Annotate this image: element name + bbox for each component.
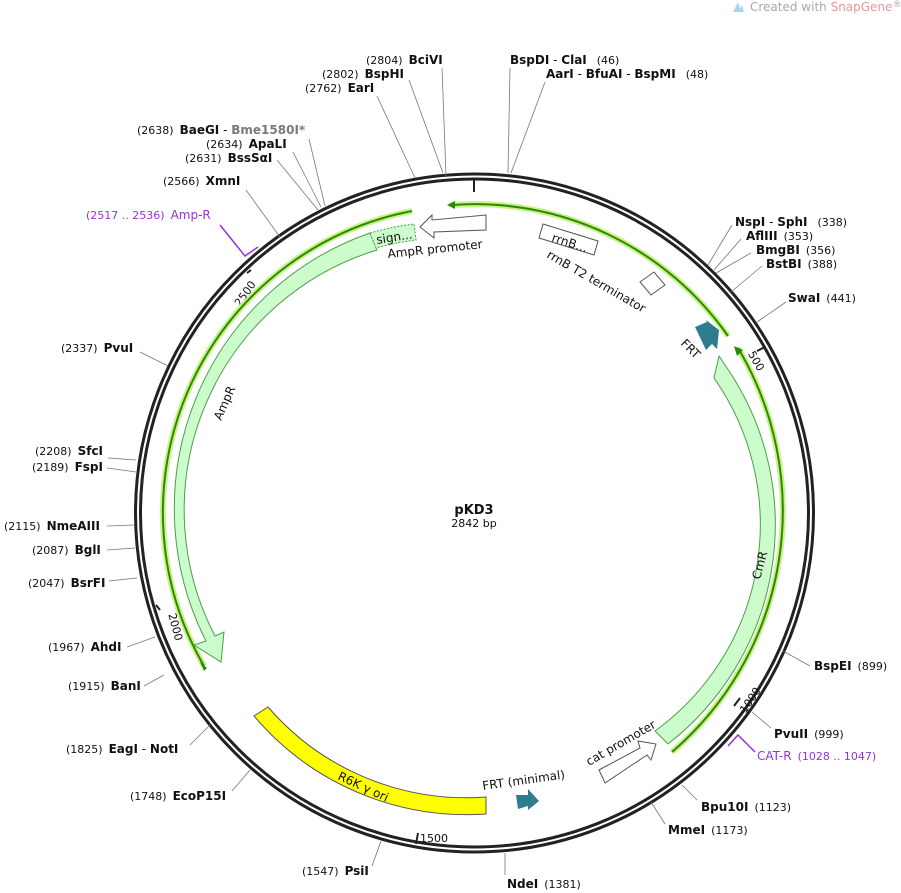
feature-signal: [369, 223, 417, 249]
snapgene-credit: Created with SnapGene®: [733, 0, 901, 14]
site-leaders: [106, 67, 811, 875]
site-bstbi: BstBI(388): [766, 257, 837, 271]
site-ecop15i: (1748)EcoP15I: [130, 789, 226, 803]
site-nspi: NspI - SphI(338): [735, 215, 847, 229]
site-bsphi: (2802)BspHI: [322, 67, 404, 81]
site-bspei: BspEI(899): [814, 659, 887, 673]
site-baegi: (2638)BaeGI - Bme1580I*: [137, 123, 306, 137]
site-nmeaiii: (2115)NmeAIII: [4, 519, 100, 533]
feature-frt-minimal: [516, 789, 539, 810]
plasmid-size: 2842 bp: [451, 517, 496, 530]
svg-text:(2517 .. 2536)Amp-R: (2517 .. 2536) Amp-R: [86, 208, 211, 222]
credit-mark: ®: [892, 0, 901, 10]
site-fspi: (2189)FspI: [32, 460, 103, 474]
feature-cat-promoter: [598, 740, 657, 784]
tick-1500: 1500: [420, 832, 448, 845]
feature-r6k-ori: [253, 706, 487, 816]
site-pvui: (2337)PvuI: [61, 341, 133, 355]
primer-cat-r: CAT-R (1028 .. 1047): [727, 733, 876, 763]
primer-arcs: [159, 201, 786, 755]
site-mmei: MmeI(1173): [668, 823, 748, 837]
site-eari: (2762)EarI: [305, 81, 374, 95]
restriction-sites: (2804)BciVI (2802)BspHI (2762)EarI (2638…: [4, 53, 887, 891]
site-bmgbi: BmgBI(356): [756, 243, 835, 257]
site-bsrfi: (2047)BsrFI: [28, 576, 105, 590]
site-bani: (1915)BanI: [68, 679, 141, 693]
label-frt: FRT: [678, 336, 704, 362]
label-ampr: AmpR: [211, 384, 238, 422]
svg-text:CAT-R(1028 .. 1047): CAT-R (1028 .. 1047): [757, 749, 876, 763]
site-xmni: (2566)XmnI: [163, 174, 240, 188]
site-eagi: (1825)EagI - NotI: [66, 742, 178, 756]
site-pvuii: PvuII(999): [774, 727, 844, 741]
site-bpu10i: Bpu10I(1123): [701, 800, 791, 814]
feature-frt-top: [695, 320, 719, 350]
primer-cat-r-name: CAT-R: [757, 749, 792, 763]
snapgene-logo-icon: [733, 2, 744, 12]
site-bspdi: BspDI - ClaI(46): [510, 53, 619, 67]
label-frt-minimal: FRT (minimal): [481, 768, 565, 793]
backbone-outer-ring: [134, 172, 815, 854]
site-apali: (2634)ApaLI: [206, 137, 287, 151]
primer-amp-r: (2517 .. 2536) Amp-R: [86, 208, 259, 258]
credit-prefix: Created with: [750, 0, 831, 14]
feature-rrnb-t2: [639, 271, 666, 296]
site-psii: (1547)PsiI: [302, 864, 369, 878]
site-bcivi: (2804)BciVI: [366, 53, 443, 67]
feature-rrnb: [538, 223, 599, 256]
primer-amp-r-range: (2517 .. 2536): [86, 209, 165, 222]
label-signal: sign...: [375, 227, 413, 247]
site-aari: AarI - BfuAI - BspMI(48): [546, 67, 708, 81]
site-ndei: NdeI(1381): [507, 877, 581, 891]
label-rrnb-t2: rrnB T2 terminator: [545, 247, 649, 315]
feature-ampr-promoter: [419, 213, 487, 240]
feature-cmr: [654, 354, 776, 745]
svg-text:Created with SnapGene®: Created with SnapGene®: [750, 0, 901, 14]
site-sfci: (2208)SfcI: [35, 444, 103, 458]
site-swai: SwaI(441): [788, 291, 856, 305]
credit-brand: SnapGene: [831, 0, 893, 14]
site-ahdi: (1967)AhdI: [48, 640, 121, 654]
primer-cat-r-range: (1028 .. 1047): [798, 750, 877, 763]
site-bsssai: (2631)BssSαI: [185, 151, 272, 165]
site-afliii: AflIII(353): [746, 229, 813, 243]
feature-ampr: [173, 232, 378, 663]
primer-amp-r-name: Amp-R: [171, 208, 211, 222]
plasmid-name: pKD3: [454, 503, 493, 518]
site-bgli: (2087)BglI: [32, 543, 101, 557]
